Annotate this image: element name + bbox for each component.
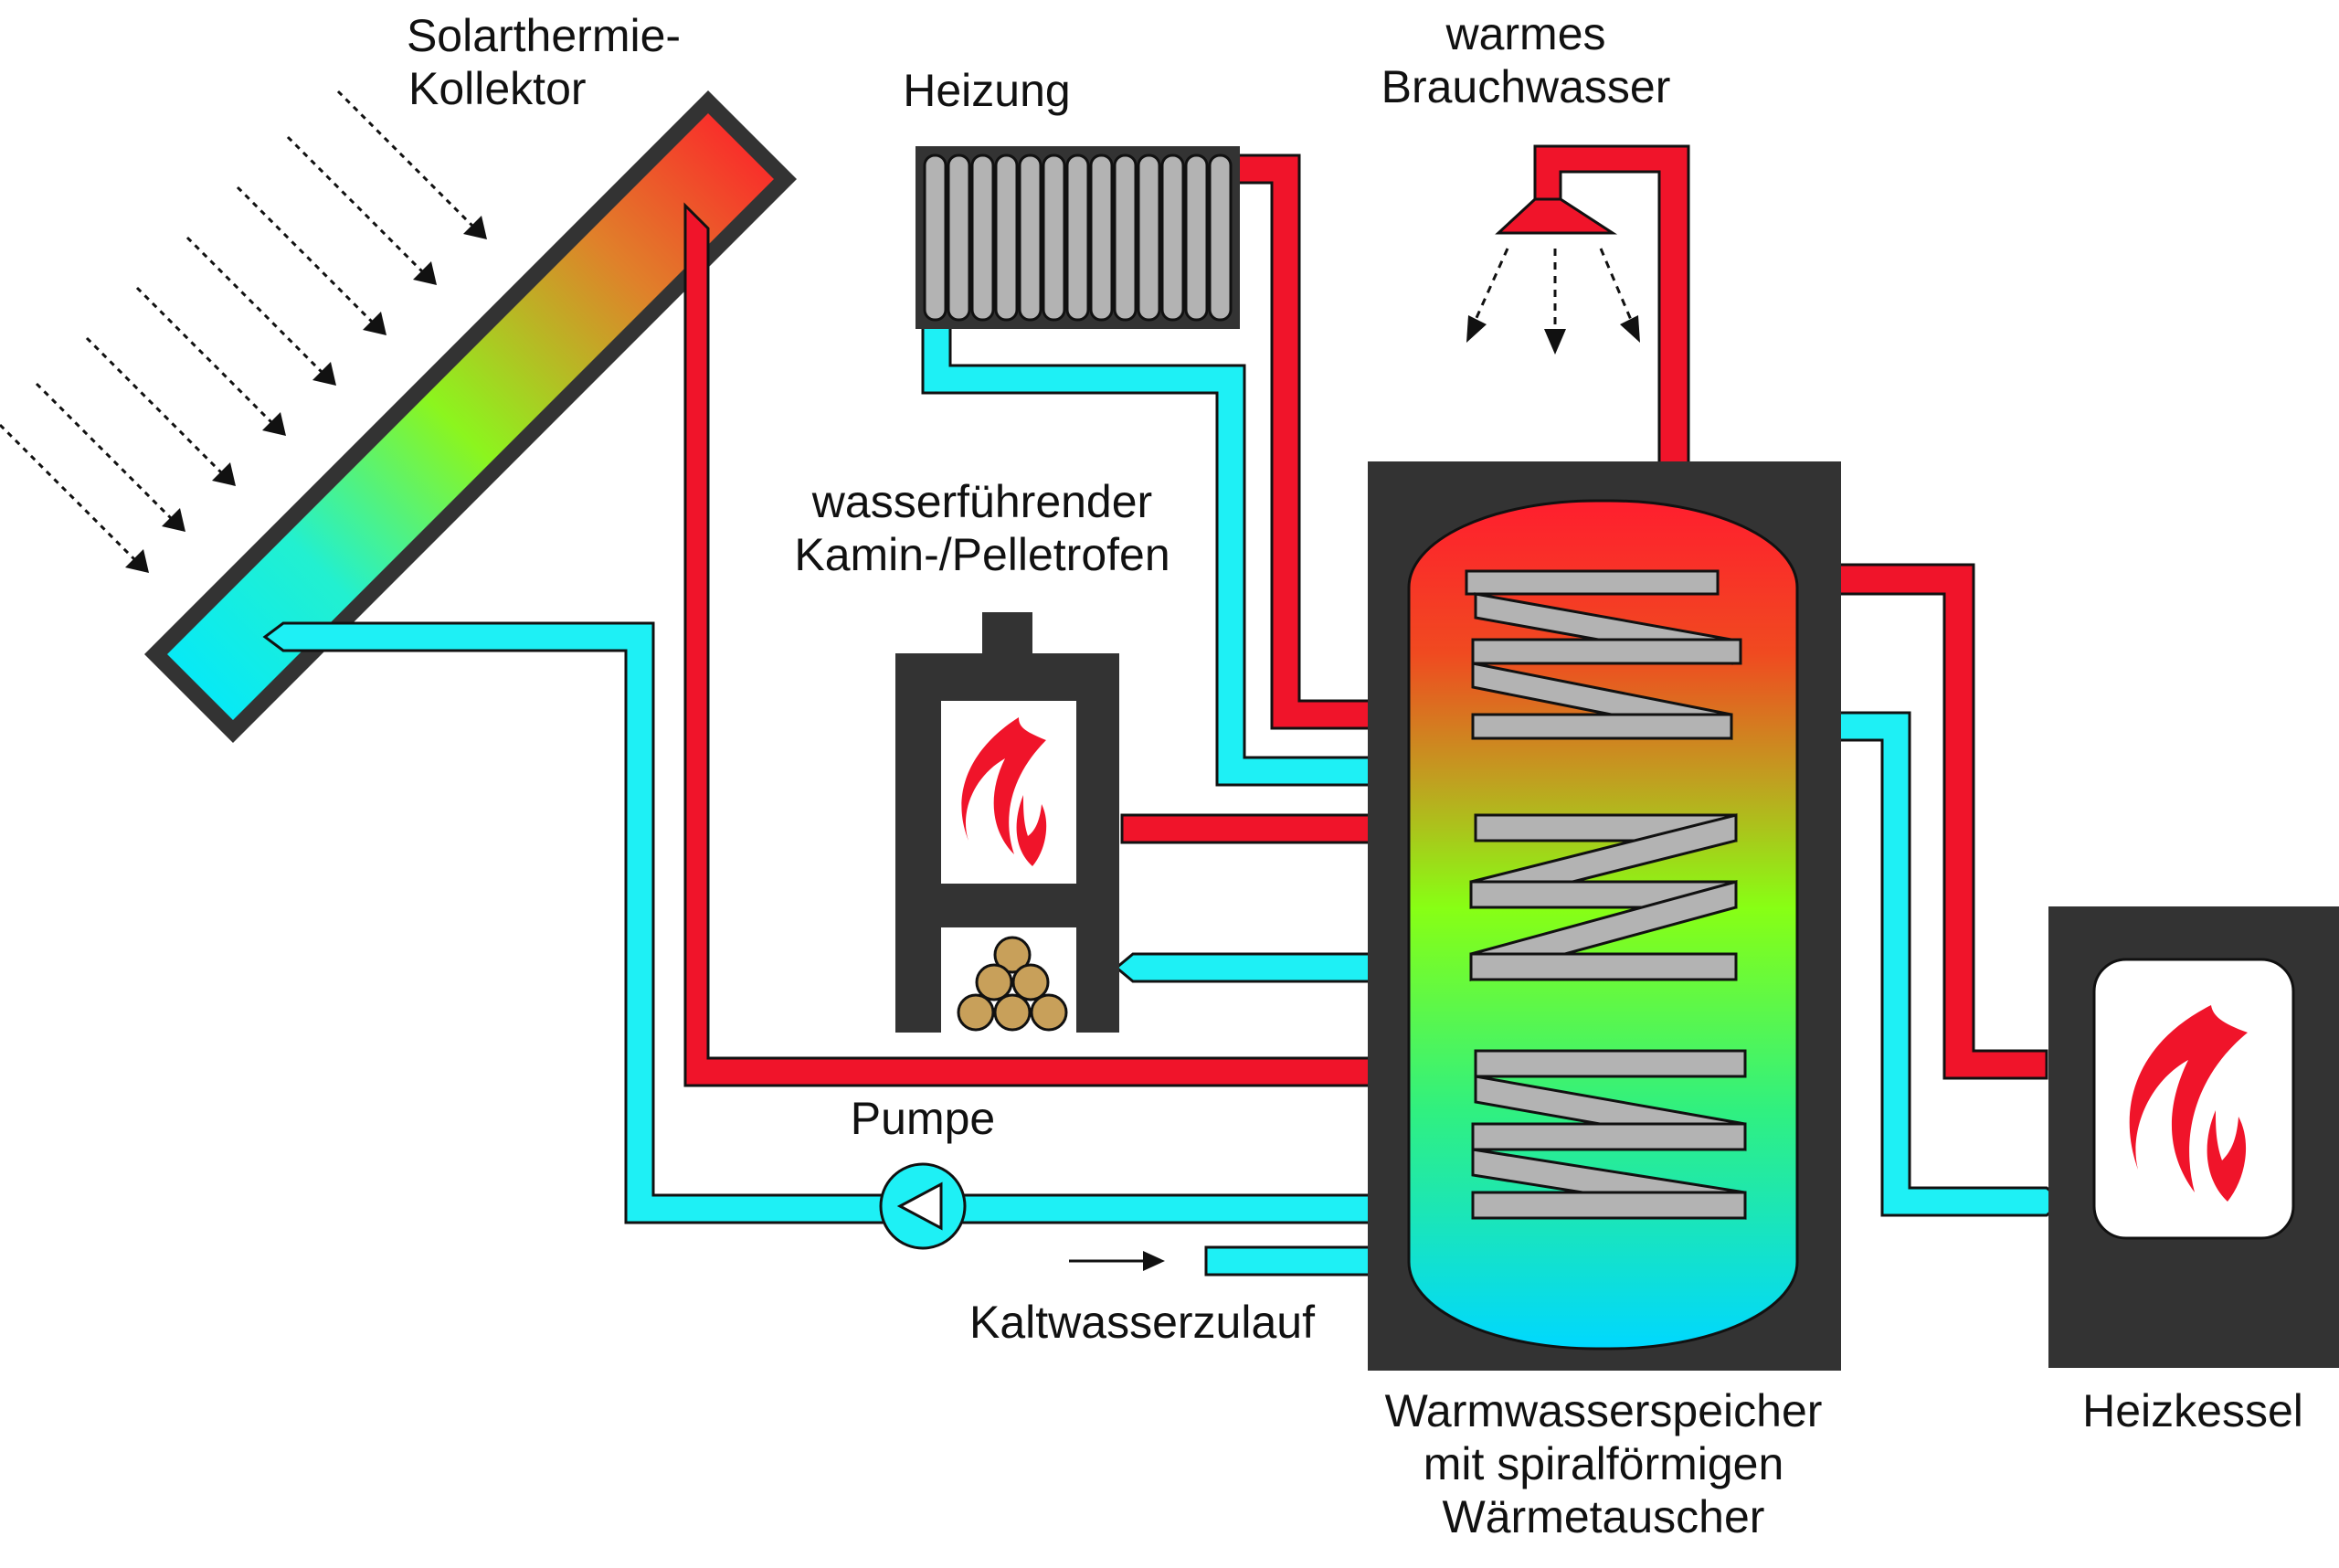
collector-label-line1: Solarthermie- [406,10,682,61]
flame-icon [2129,1005,2248,1202]
shower-spray-heads [1466,315,1640,355]
flame-icon [961,717,1047,866]
hotwater-label-line2: Brauchwasser [1381,61,1671,112]
sun-ray [236,185,376,326]
tank-label: Warmwasserspeicher mit spiralförmigen Wä… [1316,1384,1891,1543]
stove-label-line1: wasserführender [811,476,1153,527]
hotwater-label: warmes Brauchwasser [1325,7,1727,113]
stove-label: wasserführender Kamin-/Pelletrofen [763,475,1201,581]
sun-ray [35,382,175,523]
tank-label-line2: mit spiralförmigen [1423,1438,1784,1489]
stove [895,612,1119,1033]
hot-water-tank [1368,461,1841,1371]
sun-ray [135,286,276,427]
heating-label: Heizung [903,65,1071,116]
heat-exchanger-upper [1465,569,1742,740]
shower-spray [1474,248,1633,331]
radiator [915,146,1240,329]
pump-icon [879,1162,967,1250]
cold-water-flow-arrow [1069,1251,1165,1271]
stove-label-line2: Kamin-/Pelletrofen [794,529,1170,580]
tank-label-line3: Wärmetauscher [1442,1491,1765,1542]
collector-label: Solarthermie- Kollektor [361,9,726,115]
firewood-icon [957,936,1068,1032]
tank-label-line1: Warmwasserspeicher [1384,1385,1823,1436]
solar-collector [144,90,797,743]
sun-ray [185,236,326,376]
pipes [262,144,2066,1277]
heat-exchanger-lower [1471,1049,1747,1220]
heat-exchanger-middle [1469,813,1738,981]
pump-label: Pumpe [850,1093,996,1144]
sun-ray [0,423,139,564]
collector-label-line2: Kollektor [408,63,587,114]
hotwater-label-line1: warmes [1445,8,1606,59]
boiler-label: Heizkessel [2082,1385,2303,1436]
shower-head-icon [1495,197,1618,235]
boiler [2048,906,2339,1368]
sun-ray [286,135,427,276]
solar-cold-pipe [262,621,1477,1224]
coldwater-label: Kaltwasserzulauf [969,1297,1315,1348]
sun-ray-heads [125,216,487,573]
